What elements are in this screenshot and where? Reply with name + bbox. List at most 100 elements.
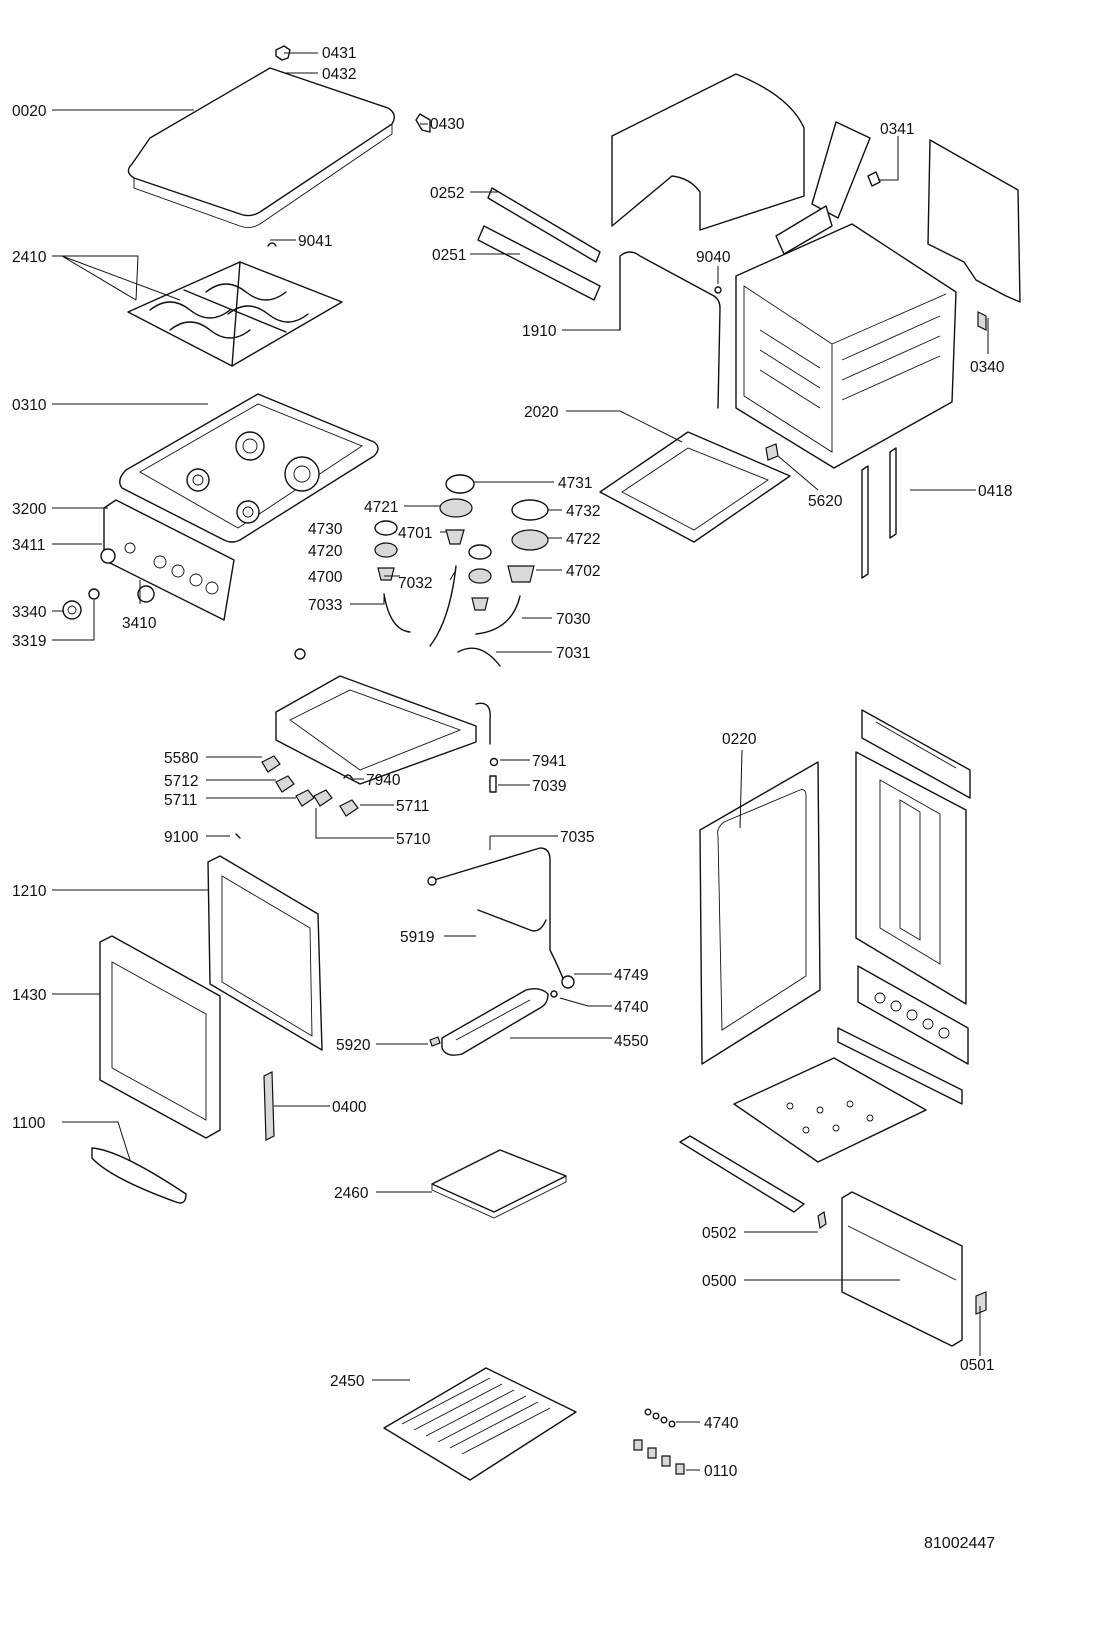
vent-panel-top — [861, 709, 971, 799]
part-label-7941: 7941 — [532, 753, 566, 770]
part-label-3340: 3340 — [12, 604, 47, 621]
part-label-4749: 4749 — [614, 967, 648, 984]
part-label-9100: 9100 — [164, 829, 199, 846]
part-label-0110: 0110 — [704, 1463, 738, 1480]
part-label-0430: 0430 — [430, 116, 465, 133]
pan-support-part-2410 — [127, 261, 343, 367]
knob-ring-part-3410 — [137, 585, 155, 603]
gas-tap-part-5580 — [261, 755, 281, 773]
part-label-5920: 5920 — [336, 1037, 371, 1054]
burner-head-part-4720 — [374, 542, 398, 558]
spring-part-3319 — [88, 588, 100, 600]
part-label-4550: 4550 — [614, 1033, 649, 1050]
part-label-5620: 5620 — [808, 493, 843, 510]
part-label-1430: 1430 — [12, 987, 47, 1004]
part-label-5919: 5919 — [400, 929, 434, 946]
door-hinge-part-0400 — [263, 1071, 275, 1141]
screw-part-9100 — [235, 833, 241, 839]
leader-lines — [52, 52, 989, 1471]
part-label-1100: 1100 — [12, 1115, 46, 1132]
gas-pipe-part-7030 — [475, 595, 521, 635]
part-number-labels: 0431 0432 0020 0430 0341 9041 0252 2410 … — [12, 45, 1012, 1480]
bracket-part-5620 — [765, 443, 779, 461]
clamp-part-4749 — [561, 975, 575, 989]
part-label-4740-lower: 4740 — [704, 1415, 739, 1432]
nozzle-part-7039 — [489, 775, 497, 793]
base-plate — [733, 1057, 927, 1163]
hinge-part-0431 — [275, 45, 291, 61]
manifold-frame — [275, 648, 491, 785]
part-label-0341: 0341 — [880, 121, 914, 138]
knob-ring-part-3411 — [100, 548, 116, 564]
part-label-7940: 7940 — [366, 772, 401, 789]
screw-part-4740-a — [550, 990, 558, 998]
burner-head-part-4722 — [511, 529, 549, 551]
document-number: 81002447 — [924, 1535, 995, 1552]
bolt-part-9040 — [714, 286, 722, 294]
wire-shelf-part-2450 — [383, 1367, 577, 1481]
front-rail — [837, 1027, 963, 1105]
part-label-5710: 5710 — [396, 831, 431, 848]
part-label-0418: 0418 — [978, 483, 1012, 500]
hob-top-part-0310 — [119, 393, 379, 543]
injector-part-4701 — [445, 529, 465, 545]
part-label-5580: 5580 — [164, 750, 199, 767]
oven-cavity — [735, 223, 957, 469]
part-label-3200: 3200 — [12, 501, 47, 518]
door-handle-part-1100 — [91, 1147, 187, 1204]
bracket-part-0430 — [415, 113, 431, 133]
part-label-4740-upper: 4740 — [614, 999, 649, 1016]
shelf-runner-part-0418 — [861, 447, 897, 579]
part-label-0501: 0501 — [960, 1357, 994, 1374]
part-label-4730: 4730 — [308, 521, 343, 538]
part-label-4721: 4721 — [364, 499, 398, 516]
part-label-4731: 4731 — [558, 475, 592, 492]
burner-head-part-4721 — [439, 498, 473, 518]
bar-part-0251 — [477, 225, 601, 301]
side-rail — [679, 1135, 805, 1213]
gas-tap-part-5710 — [313, 789, 333, 807]
part-label-7033: 7033 — [308, 597, 342, 614]
part-label-3411: 3411 — [12, 537, 45, 554]
part-label-7035: 7035 — [560, 829, 594, 846]
part-label-0020: 0020 — [12, 103, 47, 120]
back-wall-panel — [855, 751, 967, 1005]
burner-cap-part-4731 — [445, 474, 475, 494]
part-label-0251: 0251 — [432, 247, 466, 264]
part-label-5712: 5712 — [164, 773, 198, 790]
part-label-9040: 9040 — [696, 249, 731, 266]
part-label-7031: 7031 — [556, 645, 590, 662]
burner-base-part-4700 — [377, 567, 395, 581]
part-label-0340: 0340 — [970, 359, 1005, 376]
control-panel-part-3200 — [103, 499, 235, 621]
part-label-0310: 0310 — [12, 397, 47, 414]
part-label-1910: 1910 — [522, 323, 557, 340]
part-label-4732: 4732 — [566, 503, 600, 520]
part-label-2450: 2450 — [330, 1373, 365, 1390]
bar-part-0252 — [487, 187, 601, 263]
part-label-0500: 0500 — [702, 1273, 737, 1290]
part-label-5711-right: 5711 — [396, 798, 429, 815]
back-panel-rear — [927, 139, 1021, 303]
clip-part-0502 — [817, 1210, 827, 1230]
part-label-4722: 4722 — [566, 531, 600, 548]
connector-part-7941 — [489, 757, 499, 767]
door-frame-part-1210 — [207, 855, 323, 1051]
part-label-0220: 0220 — [722, 731, 757, 748]
front-control-frame — [857, 965, 969, 1065]
bracket-part-0341 — [775, 121, 881, 255]
thermocouple-part-5919 — [477, 909, 547, 932]
outer-door-part-1430 — [99, 935, 221, 1139]
part-label-2410: 2410 — [12, 249, 47, 266]
part-label-2020: 2020 — [524, 404, 559, 421]
burner-base-part-4702 — [507, 565, 535, 583]
oven-burner-part-4550 — [441, 987, 549, 1056]
part-label-7030: 7030 — [556, 611, 591, 628]
clip-part-7940 — [343, 774, 353, 779]
part-label-7039: 7039 — [532, 778, 566, 795]
cavity-cover-top — [611, 73, 805, 231]
part-label-2460: 2460 — [334, 1185, 369, 1202]
part-label-7032: 7032 — [398, 575, 432, 592]
part-label-5711-left: 5711 — [164, 792, 197, 809]
